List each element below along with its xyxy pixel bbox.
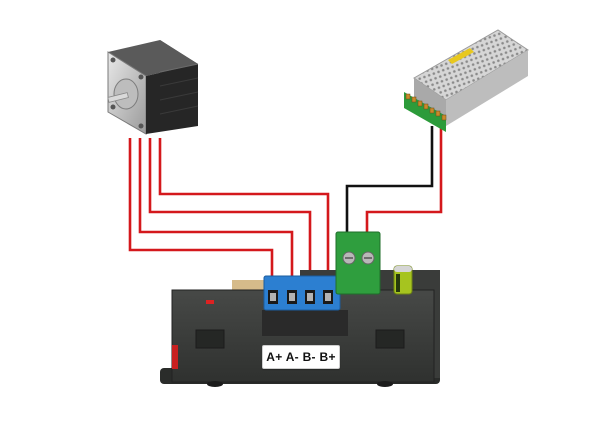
motor-wires <box>128 138 330 292</box>
stepper-driver <box>160 231 440 387</box>
wire-b-minus <box>148 138 312 292</box>
power-terminal-block <box>335 231 381 295</box>
power-negative-wire <box>345 126 434 246</box>
motor-shaft <box>107 92 129 103</box>
wire-b-plus <box>158 138 330 292</box>
power-wires <box>345 126 443 246</box>
pin-label: A+ A- B- B+ <box>262 345 340 369</box>
wire-a-minus <box>138 138 294 292</box>
power-positive-wire <box>365 126 443 246</box>
capacitor <box>393 265 413 295</box>
motor-terminal-block <box>263 275 341 311</box>
stepper-motor <box>107 40 199 135</box>
power-supply <box>404 29 529 132</box>
wire-a-plus <box>128 138 274 292</box>
